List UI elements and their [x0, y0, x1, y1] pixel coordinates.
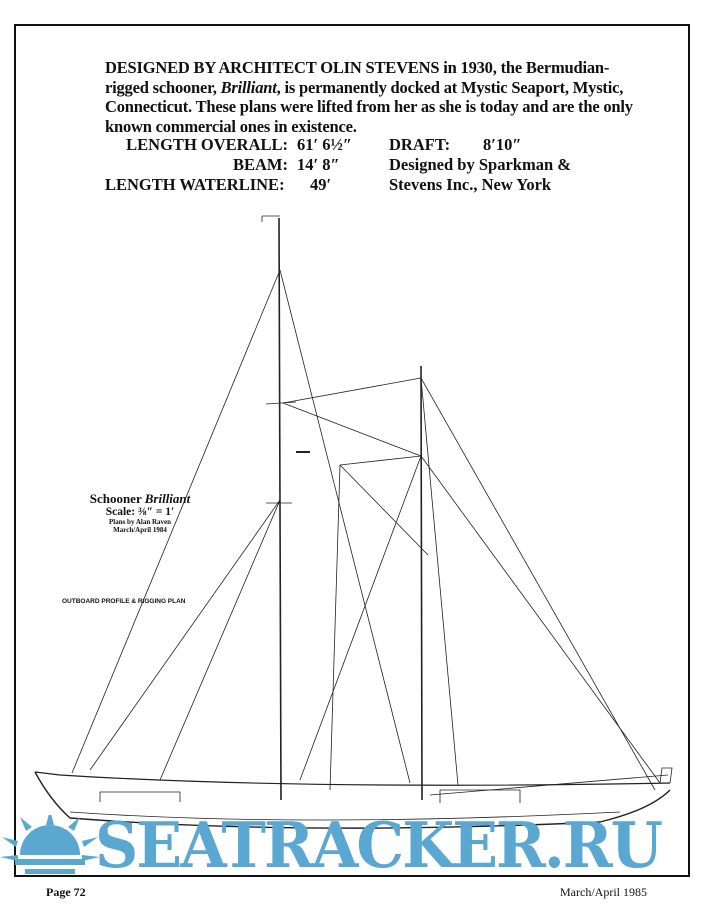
- designer-line-2: Stevens Inc., New York: [389, 175, 552, 194]
- stay: [282, 402, 422, 457]
- watermark-text: SEATRACKER.RU: [95, 809, 663, 883]
- intro-paragraph: DESIGNED BY ARCHITECT OLIN STEVENS in 19…: [105, 58, 635, 136]
- stay: [420, 377, 656, 791]
- caption-title: Schooner: [89, 491, 145, 506]
- stay: [420, 377, 459, 786]
- mainmast: [420, 365, 423, 801]
- stay: [420, 455, 661, 784]
- stay: [89, 499, 281, 771]
- stern-rail: [659, 767, 673, 784]
- drawing-caption: Schooner Brilliant Scale: ⅜″ = 1′ Plans …: [60, 491, 220, 535]
- intro-text: , is permanently docked at Mystic Seapor…: [105, 77, 633, 136]
- hull: [34, 771, 671, 829]
- designer-line-1: Designed by Sparkman &: [389, 155, 571, 174]
- stay: [339, 464, 429, 556]
- stay: [329, 464, 341, 791]
- intro-text: in 1930, the Bermudian-rigged schooner,: [105, 58, 610, 97]
- draft-label: DRAFT:: [389, 135, 451, 154]
- issue-date: March/April 1985: [560, 885, 647, 899]
- boot-top: [69, 811, 621, 821]
- page-number: Page 72: [46, 885, 86, 899]
- intro-lead: DESIGNED BY ARCHITECT OLIN STEVENS: [105, 58, 440, 77]
- stay: [299, 455, 422, 781]
- deckhouse: [99, 789, 521, 803]
- watermark-sun-icon: [0, 815, 100, 874]
- caption-boat-name: Brilliant: [144, 491, 191, 506]
- caption-credit: Plans by Alan Raven: [108, 518, 172, 526]
- stay: [339, 455, 422, 466]
- caption-scale: Scale: ⅜″ = 1′: [105, 506, 175, 518]
- boat-name: Brilliant: [220, 77, 277, 97]
- sheer-line: [34, 771, 671, 786]
- length-overall-label: LENGTH OVERALL:: [126, 135, 288, 154]
- stay: [71, 269, 281, 774]
- page-border: [14, 24, 690, 877]
- caption-date: March/April 1984: [113, 526, 167, 534]
- stay: [282, 377, 422, 404]
- foremast: [278, 217, 282, 801]
- length-overall-value: 61′ 6½″: [297, 135, 353, 154]
- lwl-value: 49′: [310, 175, 332, 194]
- stay: [159, 499, 281, 781]
- beam-label: BEAM:: [233, 155, 288, 174]
- draft-value: 8′10″: [483, 135, 522, 154]
- masthead-flag: [261, 215, 280, 222]
- beam-value: 14′ 8″: [297, 155, 340, 174]
- drawing-label: OUTBOARD PROFILE & RIGGING PLAN: [62, 598, 186, 605]
- lwl-label: LENGTH WATERLINE:: [105, 175, 285, 194]
- stay: [279, 269, 411, 784]
- spreader: [265, 401, 297, 405]
